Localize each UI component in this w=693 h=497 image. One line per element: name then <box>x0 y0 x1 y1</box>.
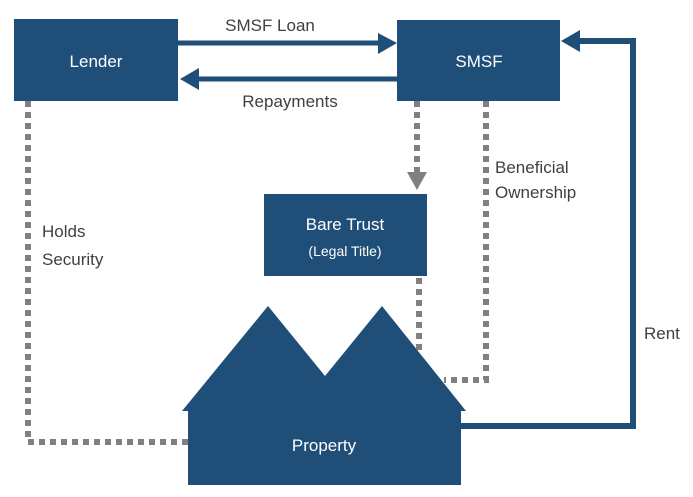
arrowhead-right-icon <box>378 33 397 54</box>
repayments-label: Repayments <box>242 92 337 111</box>
lender-box <box>14 19 178 101</box>
smsf-label: SMSF <box>455 52 502 71</box>
arrowhead-left-icon <box>561 30 580 52</box>
bare-trust-sublabel: (Legal Title) <box>308 243 381 259</box>
bare-trust-box <box>264 194 427 276</box>
holds-security-label: Holds <box>42 222 85 241</box>
property-node[interactable]: Property <box>182 306 466 485</box>
arrowhead-down-icon <box>407 172 427 190</box>
smsf-node[interactable]: SMSF <box>397 20 560 101</box>
rent-line <box>461 38 636 429</box>
beneficial-ownership-sublabel: Ownership <box>495 183 576 202</box>
holds-security-sublabel: Security <box>42 250 104 269</box>
smsf-loan-label: SMSF Loan <box>225 16 315 35</box>
repayments-edge <box>180 68 397 90</box>
bare-trust-node[interactable]: Bare Trust (Legal Title) <box>264 194 427 276</box>
holds-security-edge <box>25 101 188 445</box>
house-icon <box>182 306 466 485</box>
smsf-loan-edge <box>178 33 397 54</box>
bare-trust-label: Bare Trust <box>306 215 385 234</box>
holds-security-line <box>25 101 188 445</box>
rent-edge <box>461 30 636 429</box>
smsf-to-bare-trust-edge <box>407 101 427 190</box>
lender-node[interactable]: Lender <box>14 19 178 101</box>
rent-label: Rent <box>644 324 680 343</box>
lender-label: Lender <box>70 52 123 71</box>
beneficial-ownership-label: Beneficial <box>495 158 569 177</box>
beneficial-ownership-line <box>444 101 489 383</box>
arrowhead-left-icon <box>180 68 199 90</box>
beneficial-ownership-edge <box>444 101 489 383</box>
smsf-box <box>397 20 560 101</box>
property-label: Property <box>292 436 357 455</box>
